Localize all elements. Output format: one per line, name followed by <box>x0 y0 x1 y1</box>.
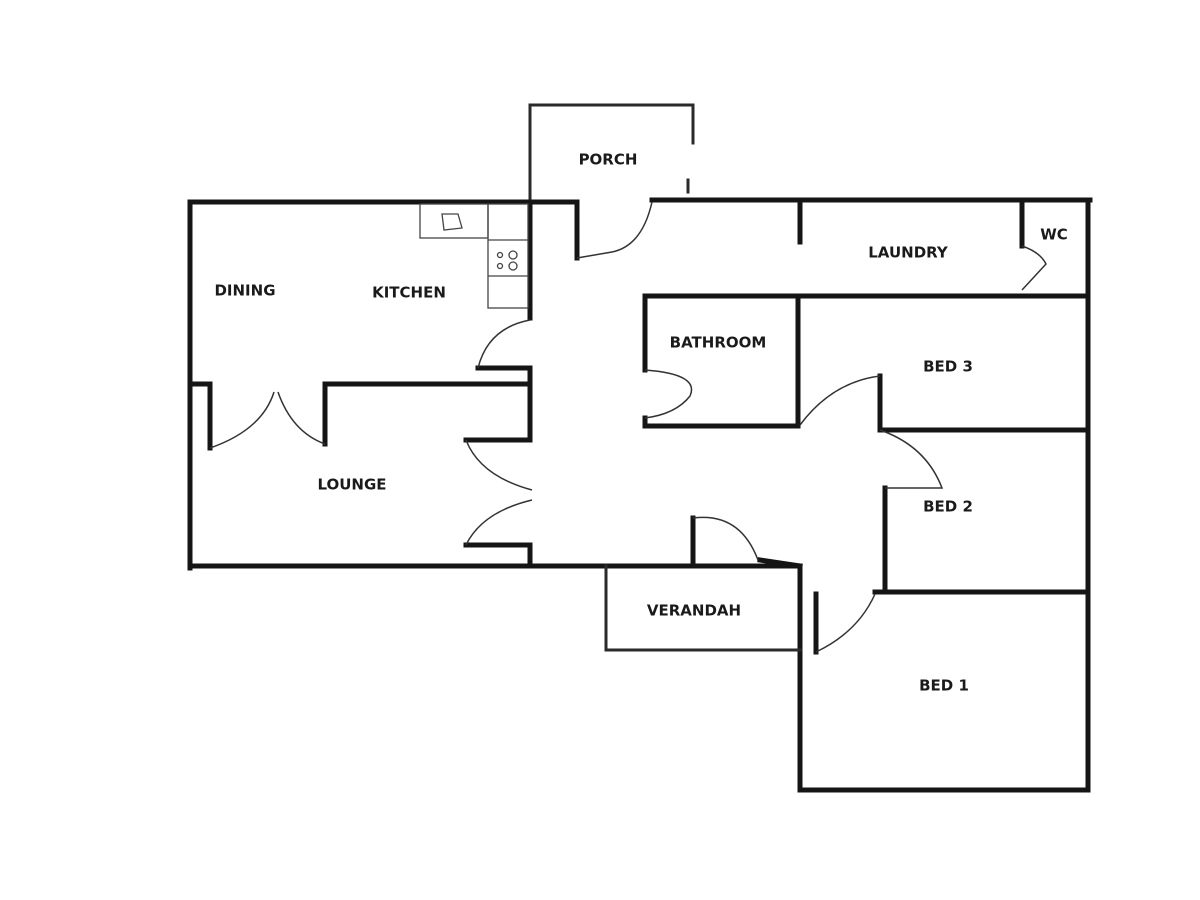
stove-burner-icon <box>508 250 518 260</box>
label-dining: DINING <box>214 282 275 300</box>
sink-icon <box>441 213 463 231</box>
label-lounge: LOUNGE <box>317 476 386 494</box>
door-swings <box>209 201 1047 653</box>
stove-burner-icon <box>508 261 518 271</box>
label-kitchen: KITCHEN <box>372 284 446 302</box>
exterior-walls <box>187 197 1093 793</box>
label-wc: WC <box>1040 226 1068 244</box>
stove-burner-icon <box>496 262 504 270</box>
kitchen-bench <box>487 203 529 309</box>
label-bathroom: BATHROOM <box>670 334 767 352</box>
stove-burner-icon <box>496 251 504 259</box>
verandah-walls <box>604 564 802 652</box>
porch-walls <box>528 103 695 200</box>
label-bed1: BED 1 <box>919 677 969 695</box>
room-labels: PORCH LAUNDRY WC DINING KITCHEN BATHROOM… <box>214 151 1067 695</box>
kitchen-fixtures <box>419 203 529 309</box>
kitchen-sink-bench <box>419 203 489 239</box>
label-bed3: BED 3 <box>923 358 973 376</box>
label-laundry: LAUNDRY <box>868 244 949 262</box>
label-porch: PORCH <box>579 151 638 169</box>
interior-walls <box>187 197 1091 655</box>
label-verandah: VERANDAH <box>647 602 741 620</box>
label-bed2: BED 2 <box>923 498 973 516</box>
